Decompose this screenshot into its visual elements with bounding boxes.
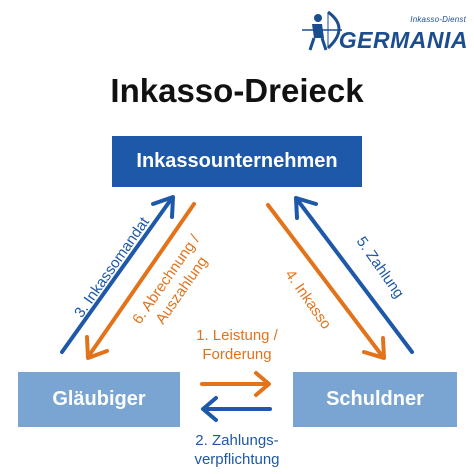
- logo-tagline: Inkasso-Dienst: [410, 15, 466, 24]
- page-title: Inkasso-Dreieck: [110, 72, 364, 109]
- arrow-collection: [266, 203, 386, 360]
- label-payment-obligation-line1: 2. Zahlungs-: [195, 432, 279, 449]
- archer-icon: [302, 10, 342, 51]
- arrow-settlement: [85, 202, 196, 360]
- label-service: 1. Leistung / Forderung: [157, 326, 317, 364]
- node-schuldner: Schuldner: [293, 372, 457, 427]
- arrow-payment-obligation: [201, 396, 272, 422]
- logo-wordmark: GERMANIA: [338, 27, 468, 53]
- arrow-payment: [294, 196, 414, 354]
- label-payment-obligation-line2: verpflichtung: [194, 451, 280, 468]
- arrow-mandate: [60, 195, 175, 354]
- germania-logo: Inkasso-Dienst GERMANIA: [296, 6, 470, 54]
- node-glaeubiger: Gläubiger: [18, 372, 180, 427]
- label-service-line1: 1. Leistung /: [196, 327, 278, 344]
- arrow-service: [200, 371, 271, 397]
- label-service-line2: Forderung: [202, 346, 272, 363]
- node-inkassounternehmen: Inkassounternehmen: [112, 136, 362, 187]
- label-payment-obligation: 2. Zahlungs- verpflichtung: [157, 431, 317, 469]
